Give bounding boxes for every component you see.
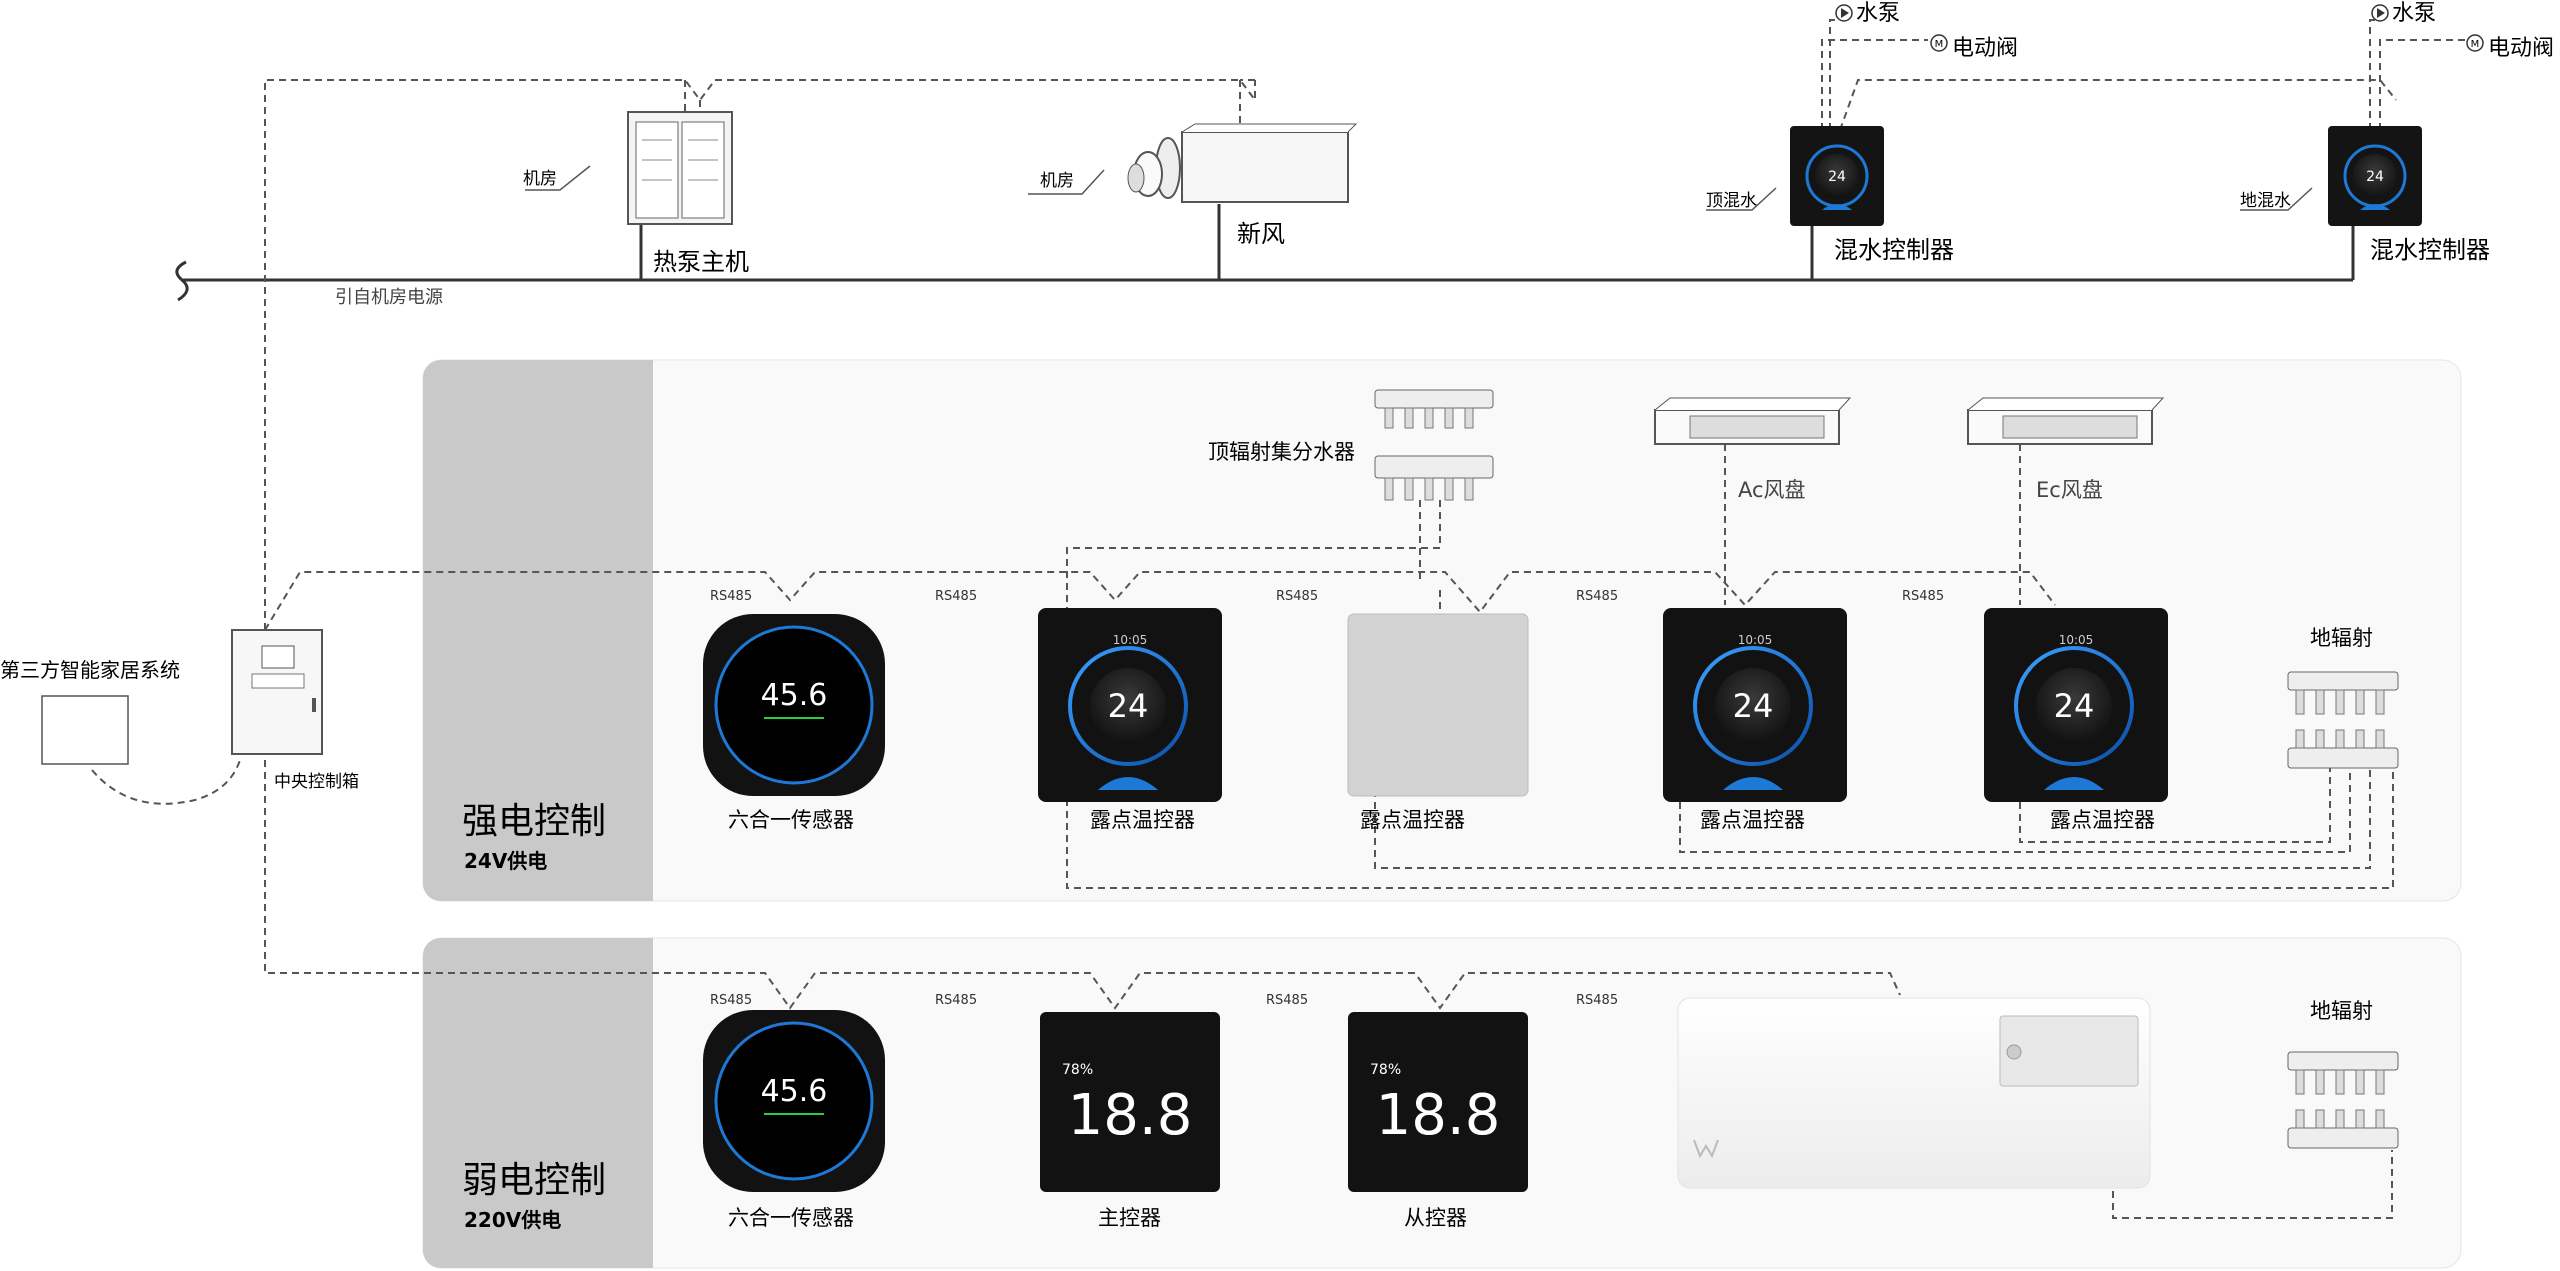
- mixing-controller-2: [2328, 126, 2422, 226]
- thermostat-3-value: 24: [2054, 687, 2095, 725]
- mixing-2-pointer: [2240, 187, 2313, 211]
- rs485-label: RS485: [935, 589, 977, 604]
- central-control-box: [231, 629, 323, 755]
- rs485-label: RS485: [710, 993, 752, 1008]
- thermostat-2-time: 10:05: [1738, 633, 1773, 647]
- weak-section-subtitle: 220V供电: [464, 1208, 561, 1232]
- rs485-label: RS485: [1576, 993, 1618, 1008]
- mixing-1-valve-label: 电动阀: [1952, 36, 2018, 61]
- heat-pump-room-label: 机房: [523, 169, 557, 189]
- ec-fan-coil: [1967, 397, 2165, 445]
- heat-pump-pointer: [525, 165, 591, 191]
- rs485-label: RS485: [1266, 993, 1308, 1008]
- mixing-2-screen-value: 24: [2366, 169, 2384, 185]
- pump-icon: [1835, 4, 1853, 22]
- third-party-label: 第三方智能家居系统: [0, 658, 180, 682]
- mixing-controller-1: [1790, 126, 1884, 226]
- slave-label: 从控器: [1404, 1206, 1467, 1230]
- strong-section-subtitle: 24V供电: [464, 849, 547, 873]
- fresh-air-unit: [1127, 123, 1358, 203]
- mixing-1-pointer: [1706, 187, 1777, 211]
- master-humidity: 78%: [1062, 1062, 1093, 1078]
- rs485-label: RS485: [935, 993, 977, 1008]
- strong-section-title: 强电控制: [462, 801, 606, 842]
- six-in-one-sensor-weak: [703, 1010, 885, 1192]
- mixing-2-label: 混水控制器: [2370, 236, 2490, 264]
- master-label: 主控器: [1098, 1206, 1161, 1230]
- thermostat-2-label: 露点温控器: [1700, 808, 1805, 832]
- master-value: 18.8: [1068, 1083, 1193, 1148]
- heat-pump-label: 热泵主机: [653, 248, 749, 276]
- ec-fan-label: Ec风盘: [2036, 478, 2103, 502]
- fresh-air-label: 新风: [1237, 220, 1285, 248]
- mixing-2-tag: 地混水: [2240, 191, 2291, 211]
- slave-controller: [1348, 1012, 1528, 1192]
- floor-manifold-strong: [2287, 671, 2399, 769]
- dewpoint-thermostat-3: [1984, 608, 2168, 802]
- weak-section-title: 弱电控制: [462, 1160, 606, 1201]
- fresh-air-pointer: [1028, 169, 1105, 195]
- valve-icon: [1930, 34, 1948, 52]
- thermostat-1-time: 10:05: [1113, 633, 1148, 647]
- thermostat-3-time: 10:05: [2059, 633, 2094, 647]
- svg-text:M: M: [2471, 39, 2480, 50]
- six-in-one-sensor: [703, 614, 885, 796]
- thermostat-1-value: 24: [1108, 687, 1149, 725]
- thermostat-3-label: 露点温控器: [2050, 808, 2155, 832]
- rs485-label: RS485: [1902, 589, 1944, 604]
- master-controller: [1040, 1012, 1220, 1192]
- mixing-1-tag: 顶混水: [1706, 191, 1757, 211]
- slave-value: 18.8: [1376, 1083, 1501, 1148]
- ac-fan-coil: [1654, 397, 1852, 445]
- dewpoint-thermostat-blank: [1347, 613, 1529, 797]
- sensor-weak-value: 45.6: [761, 1074, 828, 1109]
- dewpoint-thermostat-1: [1038, 608, 1222, 802]
- sensor-label: 六合一传感器: [728, 808, 854, 832]
- thermostat-blank-label: 露点温控器: [1360, 808, 1465, 832]
- thermostat-1-label: 露点温控器: [1090, 808, 1195, 832]
- slave-humidity: 78%: [1370, 1062, 1401, 1078]
- mixing-1-label: 混水控制器: [1834, 236, 1954, 264]
- third-party-box: [41, 695, 129, 765]
- mixing-1-pump-label: 水泵: [1856, 1, 1900, 26]
- dashed-wiring: [91, 19, 2466, 1219]
- valve-icon: [2466, 34, 2484, 52]
- rs485-label: RS485: [1576, 589, 1618, 604]
- mixing-2-valve-label: 电动阀: [2488, 36, 2554, 61]
- floor-label-weak: 地辐射: [2310, 999, 2373, 1023]
- manifold-label: 顶辐射集分水器: [1208, 440, 1355, 464]
- rs485-label: RS485: [1276, 589, 1318, 604]
- rs485-label: RS485: [710, 589, 752, 604]
- thermostat-2-value: 24: [1733, 687, 1774, 725]
- floor-manifold-weak: [2287, 1051, 2399, 1149]
- ceiling-manifold: [1374, 389, 1494, 501]
- mixing-1-screen-value: 24: [1828, 169, 1846, 185]
- mixing-2-pump-label: 水泵: [2392, 1, 2436, 26]
- sensor-weak-label: 六合一传感器: [728, 1206, 854, 1230]
- floor-label-strong: 地辐射: [2310, 626, 2373, 650]
- svg-text:M: M: [1935, 39, 1944, 50]
- power-source-label: 引自机房电源: [335, 287, 443, 308]
- sensor-value: 45.6: [761, 678, 828, 713]
- pump-icon: [2371, 4, 2389, 22]
- ac-fan-label: Ac风盘: [1738, 478, 1806, 502]
- power-line: [175, 204, 2355, 302]
- fresh-air-room-label: 机房: [1040, 171, 1074, 191]
- dewpoint-thermostat-2: [1663, 608, 1847, 802]
- central-box-label: 中央控制箱: [274, 772, 359, 792]
- wiring-center: [1677, 997, 2151, 1189]
- heat-pump-unit: [627, 111, 733, 225]
